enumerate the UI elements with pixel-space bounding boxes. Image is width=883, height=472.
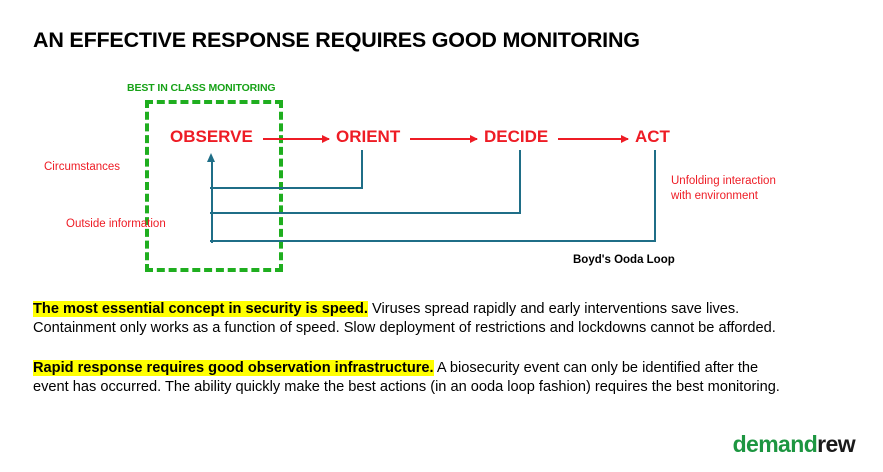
feedback-trunk-vertical	[210, 161, 213, 243]
arrow-decide-to-act	[558, 134, 629, 143]
diagram-caption: Boyd's Ooda Loop	[573, 254, 675, 266]
page-title: AN EFFECTIVE RESPONSE REQUIRES GOOD MONI…	[33, 28, 640, 52]
arrow-orient-to-decide	[410, 134, 478, 143]
brand-logo: demandrew	[732, 431, 856, 458]
best-in-class-monitoring-label: BEST IN CLASS MONITORING	[127, 82, 276, 94]
feedback-return-orient	[210, 187, 363, 189]
stage-orient: ORIENT	[336, 127, 401, 146]
stage-act: ACT	[635, 127, 670, 146]
body-copy: The most essential concept in security i…	[33, 300, 793, 398]
paragraph-speed: The most essential concept in security i…	[33, 300, 793, 339]
input-label-circumstances: Circumstances	[44, 161, 121, 173]
logo-part-demand: demand	[732, 431, 818, 457]
feedback-drop-decide	[519, 150, 521, 213]
output-label-unfolding-interaction: Unfolding interaction with environment	[671, 175, 776, 202]
arrow-observe-to-orient	[263, 134, 330, 143]
input-label-outside-information: Outside information	[66, 218, 166, 230]
feedback-drop-act	[654, 150, 656, 241]
stage-observe: OBSERVE	[170, 127, 253, 146]
feedback-arrowhead-icon	[207, 153, 215, 162]
ooda-loop-diagram: BEST IN CLASS MONITORING OBSERVE ORIENT …	[0, 72, 883, 287]
monitoring-scope-box	[145, 100, 283, 272]
feedback-drop-orient	[361, 150, 363, 188]
paragraph-observation: Rapid response requires good observation…	[33, 359, 793, 398]
feedback-return-act	[210, 240, 656, 242]
highlight-observation: Rapid response requires good observation…	[33, 359, 434, 376]
paragraph-observation-text: A biosecurity event can only be identifi…	[33, 359, 780, 396]
feedback-return-decide	[210, 212, 521, 214]
highlight-speed: The most essential concept in security i…	[33, 301, 368, 317]
logo-part-rew: rew	[817, 431, 855, 457]
stage-decide: DECIDE	[484, 127, 549, 146]
paragraph-speed-text: Viruses spread rapidly and early interve…	[33, 301, 776, 337]
